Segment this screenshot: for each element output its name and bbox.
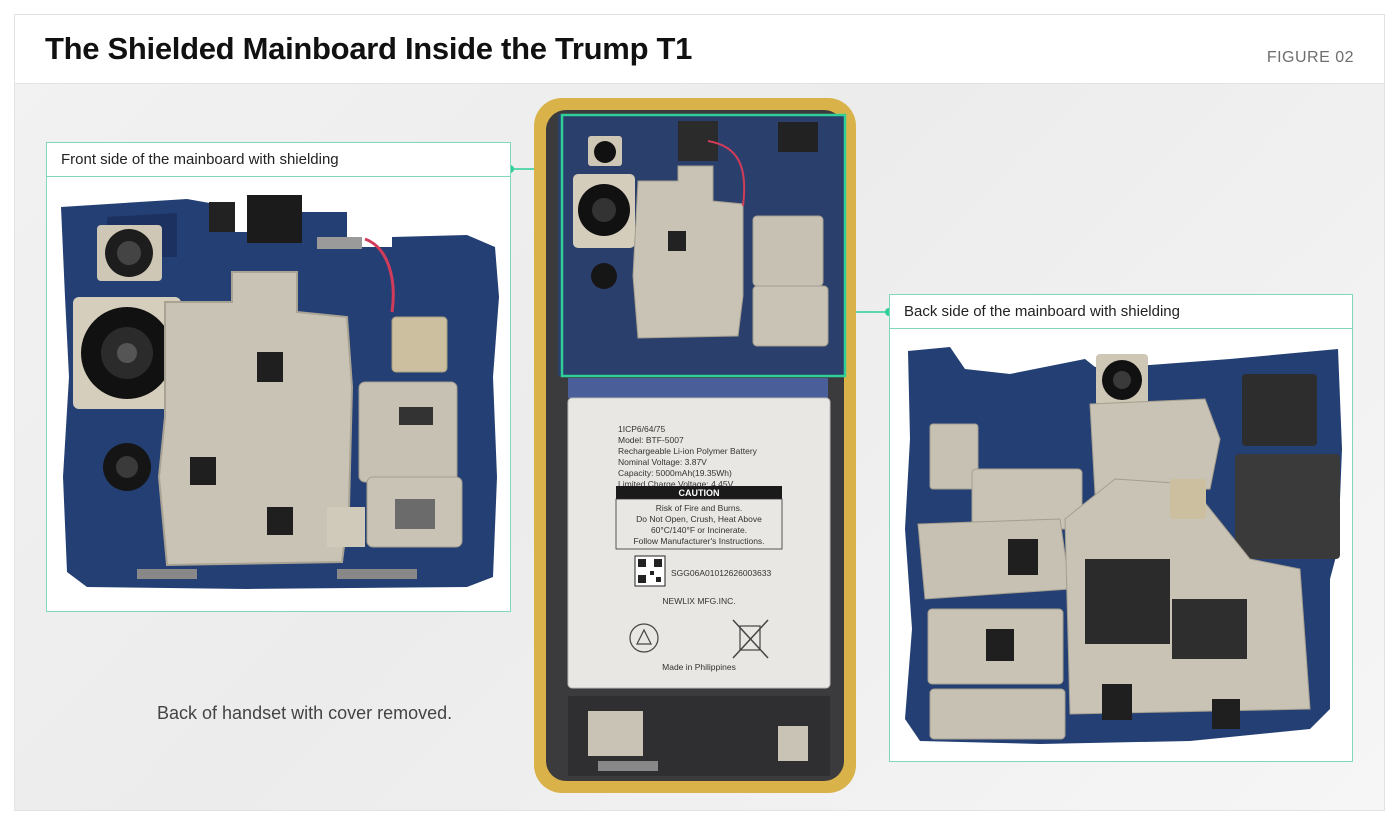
battery-nominal-voltage: Nominal Voltage: 3.87V <box>618 457 707 467</box>
caution-line-2: Do Not Open, Crush, Heat Above <box>636 514 762 524</box>
back-mainboard-label: Back side of the mainboard with shieldin… <box>890 295 1352 329</box>
shield-can-small <box>391 316 448 373</box>
processor-chip <box>1085 559 1170 644</box>
handset-photo: 1ICP6/64/75 Model: BTF-5007 Rechargeable… <box>534 98 856 793</box>
mainboard-highlight-box <box>560 113 847 378</box>
bottom-shield <box>588 711 643 756</box>
photo-caption: Back of handset with cover removed. <box>157 703 453 723</box>
page-title: The Shielded Mainboard Inside the Trump … <box>45 31 693 66</box>
caution-line-1: Risk of Fire and Burns. <box>656 503 742 513</box>
speaker-module <box>1242 374 1317 446</box>
shield-can-top <box>1089 398 1221 495</box>
battery-charge-voltage: Limited Charge Voltage: 4.45V <box>618 479 734 489</box>
qr-code <box>634 555 666 587</box>
main-shield-can <box>157 271 354 567</box>
front-mainboard-label: Front side of the mainboard with shieldi… <box>47 143 510 177</box>
front-mainboard-callout: Front side of the mainboard with shieldi… <box>46 142 511 612</box>
weee-bin-icon <box>732 619 769 659</box>
battery-type: Rechargeable Li-ion Polymer Battery <box>618 446 758 456</box>
battery-model: Model: BTF-5007 <box>618 435 684 445</box>
caution-line-3: 60°C/140°F or Incinerate. <box>651 525 747 535</box>
caution-line-4: Follow Manufacturer's Instructions. <box>633 536 764 546</box>
battery <box>567 397 831 689</box>
caution-title: CAUTION <box>679 488 720 498</box>
figure-header: The Shielded Mainboard Inside the Trump … <box>15 15 1384 84</box>
back-mainboard-photo <box>905 347 1342 744</box>
shield-can-right <box>358 381 458 483</box>
back-mainboard-callout: Back side of the mainboard with shieldin… <box>889 294 1353 762</box>
shield-can-left <box>917 518 1071 600</box>
battery-model-code: 1ICP6/64/75 <box>618 424 666 434</box>
battery-serial: SGG06A01012626003633 <box>671 568 771 578</box>
figure-number: FIGURE 02 <box>1266 49 1354 66</box>
battery-origin: Made in Philippines <box>662 662 736 672</box>
battery-capacity: Capacity: 5000mAh(19.35Wh) <box>618 468 732 478</box>
battery-manufacturer: NEWLIX MFG.INC. <box>662 596 735 606</box>
caution-banner <box>616 486 782 499</box>
antenna-cable <box>364 237 395 313</box>
front-mainboard-photo <box>61 195 499 589</box>
recycle-icon <box>629 623 659 653</box>
